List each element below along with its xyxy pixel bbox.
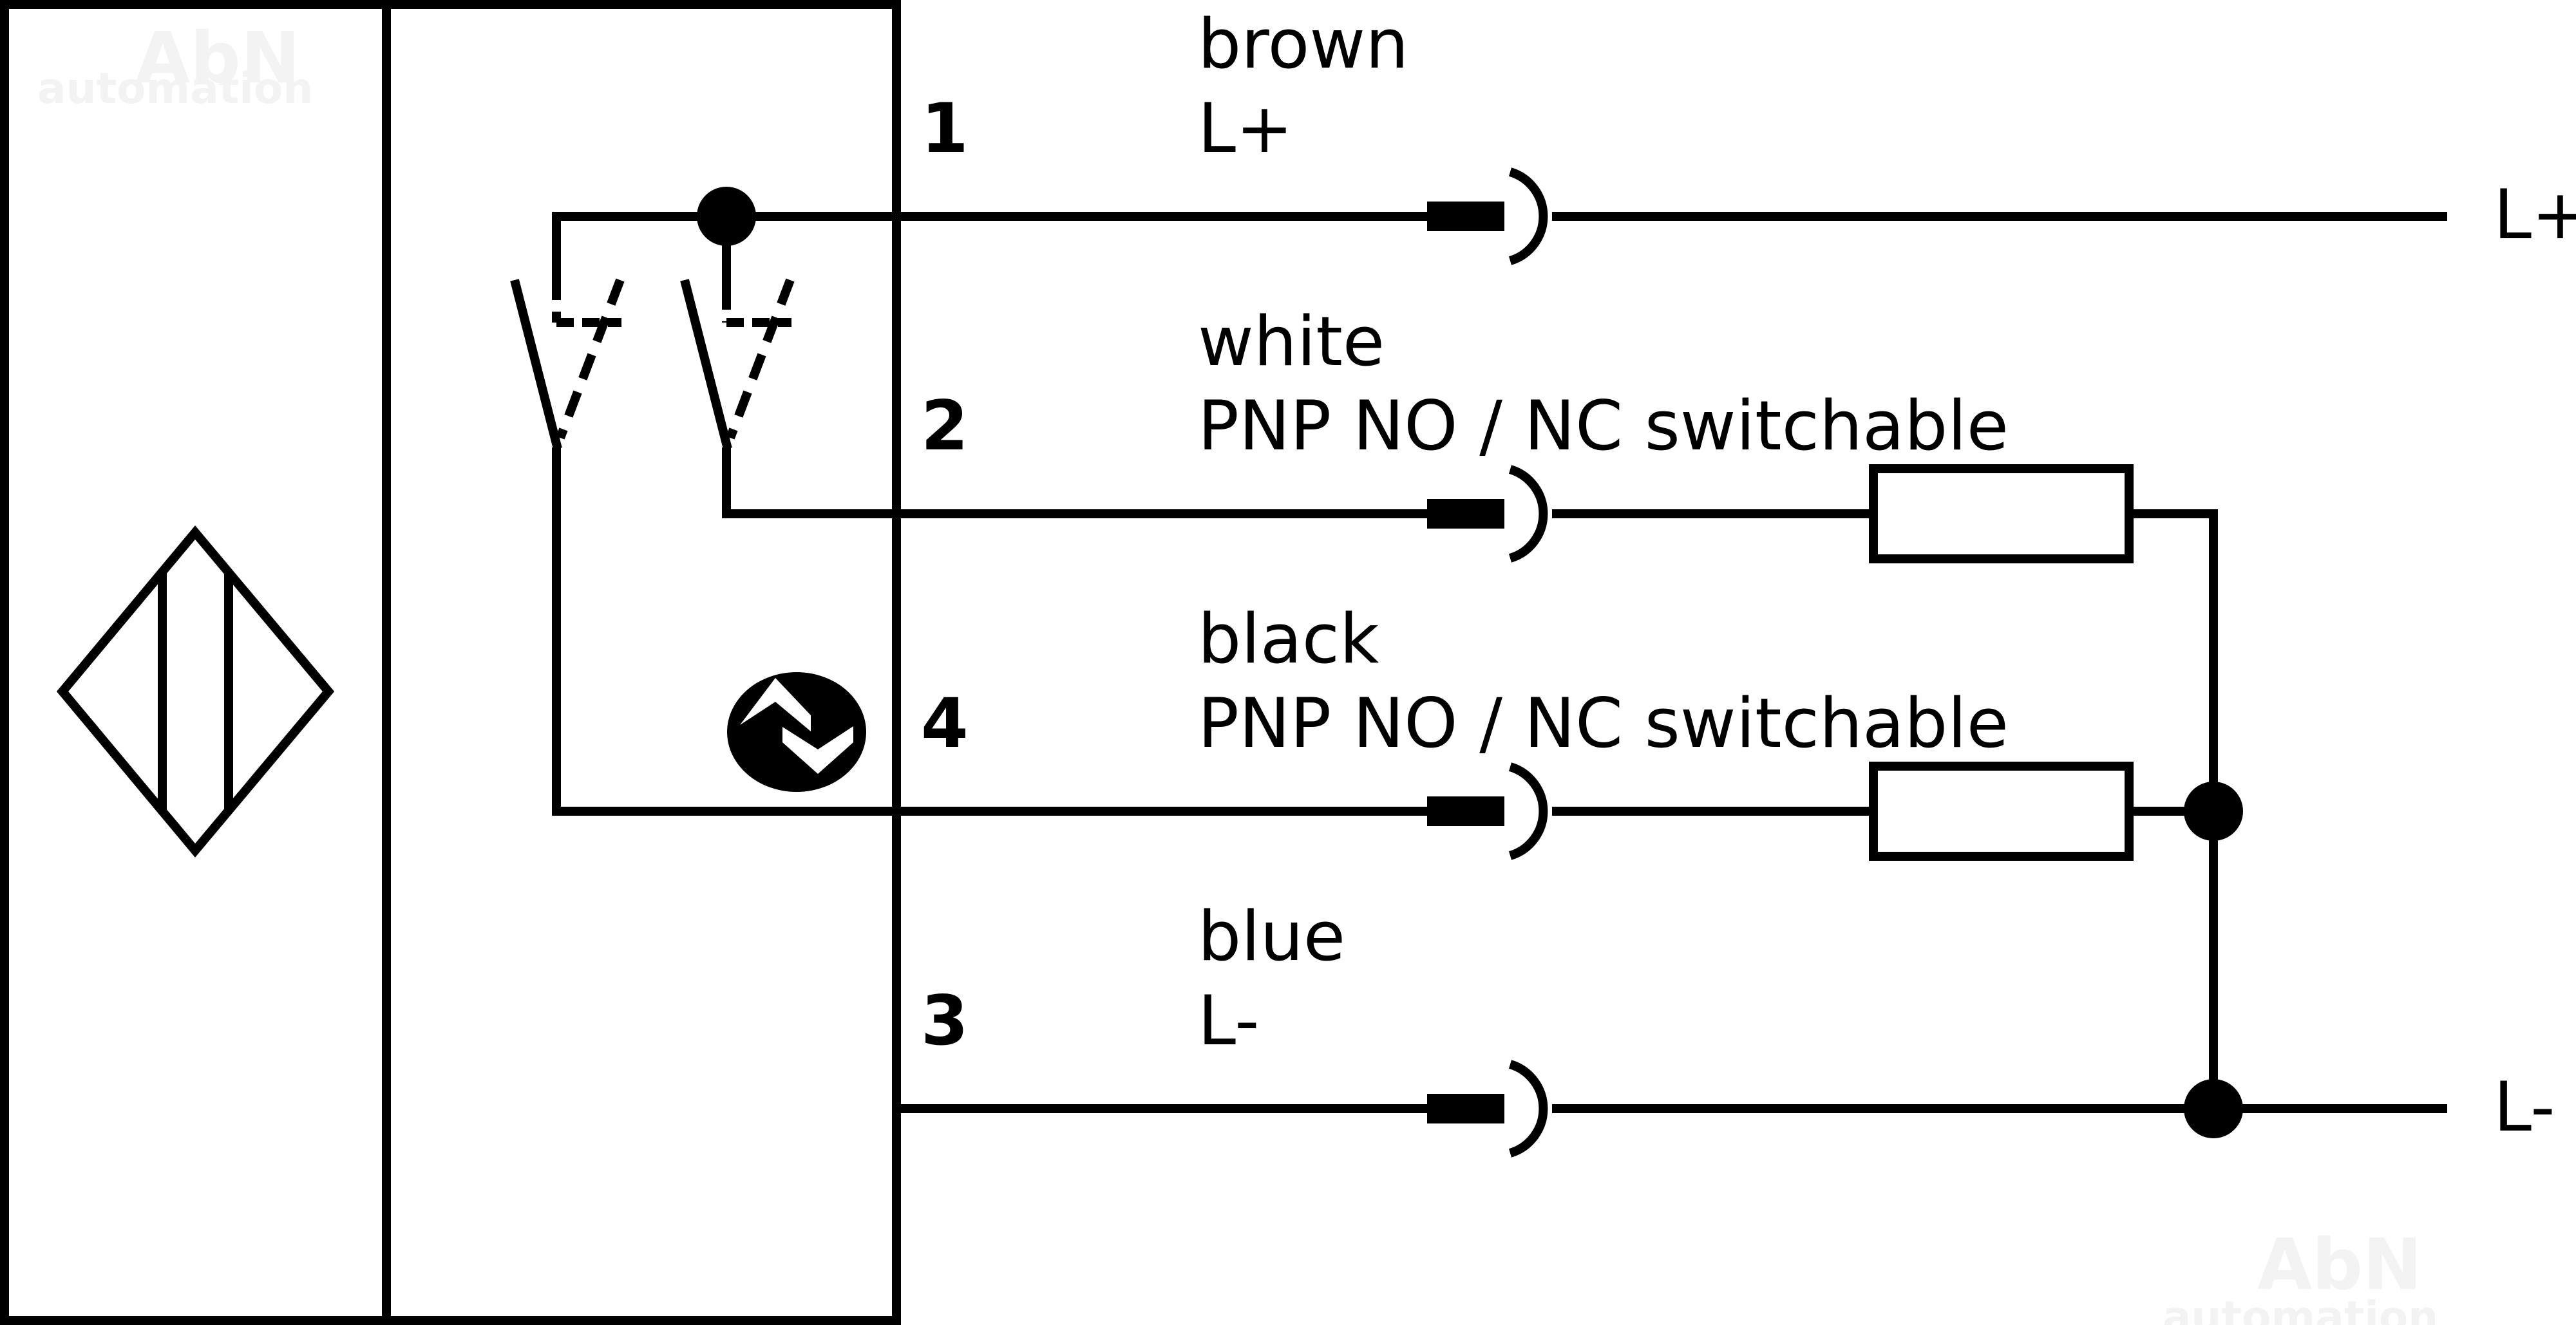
watermark-top-left: AbN automation — [37, 17, 313, 113]
junction-dot — [2184, 1079, 2243, 1138]
pin-number: 2 — [921, 386, 969, 465]
connector-plug — [1427, 499, 1504, 529]
junction-dot — [697, 187, 756, 246]
programmable-output-icon — [727, 672, 866, 792]
wire-internal-4 — [552, 447, 896, 816]
wire-function-label: PNP NO / NC switchable — [1198, 684, 2009, 763]
junction-dot — [2184, 782, 2243, 841]
inductive-sensor-icon — [56, 525, 335, 858]
connector-socket — [1508, 167, 1548, 265]
switch-output-4 — [510, 278, 896, 816]
connector-plug — [1427, 796, 1504, 826]
watermark-logo: AbN — [2257, 1223, 2422, 1306]
sensor-body-outline — [0, 0, 901, 1325]
switch-dashed-blade — [726, 278, 795, 440]
watermark-logo: AbN — [135, 17, 300, 99]
wire-labels: 1 brown L+ 2 white PNP NO / NC switchabl… — [921, 5, 2576, 1147]
wire-color-label: blue — [1198, 897, 1345, 976]
switch-dashed-blade — [556, 278, 625, 440]
wire-function-label: PNP NO / NC switchable — [1198, 386, 2009, 465]
wire-color-label: brown — [1198, 5, 1408, 84]
wire-color-label: white — [1198, 302, 1385, 381]
pin-number: 1 — [921, 89, 969, 168]
connector-plug — [1427, 202, 1504, 231]
switch-blade — [680, 279, 732, 450]
wire-internal-2 — [722, 447, 896, 518]
wire-function-label: L+ — [1198, 89, 1293, 168]
cable-layer — [896, 167, 2447, 1158]
switch-output-2 — [680, 278, 896, 518]
wire-function-label: L- — [1198, 981, 1259, 1060]
connector-socket — [1508, 465, 1548, 563]
sensor-housing — [0, 0, 901, 1325]
pin-number: 3 — [921, 981, 969, 1060]
connector-socket — [1508, 1060, 1548, 1158]
supply-negative-label: L- — [2494, 1067, 2555, 1147]
load-resistor — [1869, 464, 2134, 563]
supply-positive-label: L+ — [2494, 175, 2576, 254]
watermark-text: automation — [37, 64, 313, 113]
internal-supply-bus — [552, 187, 896, 293]
watermark-bottom-right: AbN automation — [2163, 1223, 2438, 1325]
wire-color-label: black — [1198, 599, 1379, 679]
switch-blade — [510, 279, 562, 450]
pin-number: 4 — [921, 684, 969, 763]
connector-socket — [1508, 762, 1548, 860]
watermark-text: automation — [2163, 1292, 2438, 1325]
load-resistor — [1869, 762, 2134, 861]
connector-plug — [1427, 1094, 1504, 1123]
